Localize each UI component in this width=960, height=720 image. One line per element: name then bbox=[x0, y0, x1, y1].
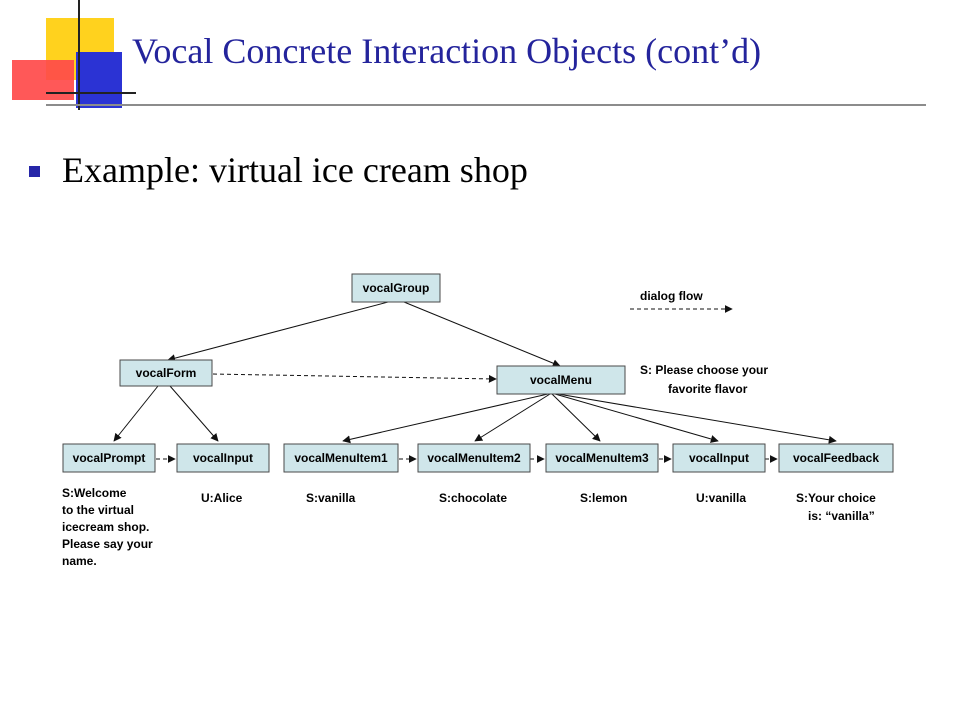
annotation-menu-prompt: S: Please choose your favorite flavor bbox=[640, 363, 768, 396]
edge-menu-feedback bbox=[557, 393, 837, 444]
title-divider bbox=[46, 104, 926, 106]
edge-menu-input bbox=[554, 393, 719, 443]
node-vocalFeedback: vocalFeedback bbox=[778, 443, 894, 473]
edge-form-input bbox=[169, 385, 219, 442]
node-vocalMenuItem3-label: vocalMenuItem3 bbox=[555, 451, 649, 465]
node-vocalGroup-label: vocalGroup bbox=[363, 281, 430, 295]
deco-horizontal-line bbox=[46, 92, 136, 94]
edge-group-menu bbox=[403, 301, 561, 367]
edge-menu-item1 bbox=[342, 393, 549, 444]
node-vocalFeedback-label: vocalFeedback bbox=[793, 451, 879, 465]
annotation-item-2: S:chocolate bbox=[439, 491, 507, 505]
flow-form-menu bbox=[212, 373, 497, 383]
node-vocalInput-1: vocalInput bbox=[176, 443, 270, 473]
node-vocalForm: vocalForm bbox=[119, 359, 213, 387]
edge-group-form bbox=[167, 301, 389, 363]
annotation-item-3: S:lemon bbox=[580, 491, 627, 505]
annotation-prompt-line-1: S:Welcome bbox=[62, 486, 127, 500]
node-vocalMenuItem3: vocalMenuItem3 bbox=[545, 443, 659, 473]
node-vocalInput-2: vocalInput bbox=[672, 443, 766, 473]
node-vocalMenu-label: vocalMenu bbox=[530, 373, 592, 387]
bullet-marker bbox=[29, 166, 40, 177]
node-vocalGroup: vocalGroup bbox=[351, 273, 441, 303]
annotation-item-1: S:vanilla bbox=[306, 491, 356, 505]
tree-edges bbox=[113, 301, 837, 444]
annotation-prompt-line-3: icecream shop. bbox=[62, 520, 149, 534]
deco-vertical-line bbox=[78, 0, 80, 110]
node-vocalMenuItem2: vocalMenuItem2 bbox=[417, 443, 531, 473]
node-vocalForm-label: vocalForm bbox=[136, 366, 197, 380]
dialog-flow-edges bbox=[156, 305, 778, 463]
node-vocalMenu: vocalMenu bbox=[496, 365, 626, 395]
annotation-menu-prompt-line-1: S: Please choose your bbox=[640, 363, 768, 377]
edge-menu-item2 bbox=[474, 393, 551, 442]
legend-label: dialog flow bbox=[640, 289, 703, 303]
edge-form-prompt bbox=[113, 385, 159, 442]
annotation-feedback-line-2: is: “vanilla” bbox=[808, 509, 875, 523]
annotation-prompt-line-2: to the virtual bbox=[62, 503, 134, 517]
node-vocalPrompt-label: vocalPrompt bbox=[73, 451, 146, 465]
node-vocalMenuItem1-label: vocalMenuItem1 bbox=[294, 451, 388, 465]
annotation-prompt-line-5: name. bbox=[62, 554, 97, 568]
annotation-feedback: S:Your choice is: “vanilla” bbox=[796, 491, 876, 523]
bullet-text: Example: virtual ice cream shop bbox=[62, 150, 528, 190]
node-vocalInput-1-label: vocalInput bbox=[193, 451, 253, 465]
edge-menu-item3 bbox=[551, 393, 601, 442]
annotation-input-1: U:Alice bbox=[201, 491, 243, 505]
annotation-input-2: U:vanilla bbox=[696, 491, 746, 505]
annotation-menu-prompt-line-2: favorite flavor bbox=[668, 382, 748, 396]
annotation-prompt: S:Welcome to the virtual icecream shop. … bbox=[62, 486, 153, 568]
node-vocalInput-2-label: vocalInput bbox=[689, 451, 749, 465]
node-vocalMenuItem2-label: vocalMenuItem2 bbox=[427, 451, 521, 465]
annotation-prompt-line-4: Please say your bbox=[62, 537, 153, 551]
node-vocalMenuItem1: vocalMenuItem1 bbox=[283, 443, 399, 473]
annotation-feedback-line-1: S:Your choice bbox=[796, 491, 876, 505]
slide-title: Vocal Concrete Interaction Objects (cont… bbox=[132, 31, 762, 71]
deco-blue-block bbox=[76, 52, 122, 108]
node-vocalPrompt: vocalPrompt bbox=[62, 443, 156, 473]
